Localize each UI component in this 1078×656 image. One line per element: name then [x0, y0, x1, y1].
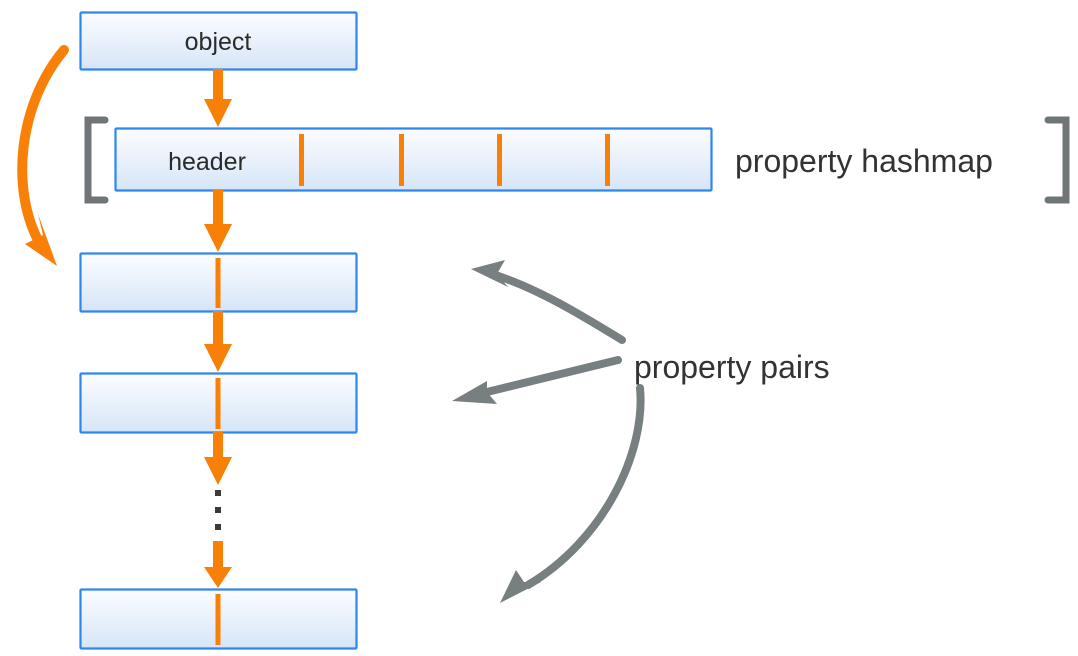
arrow-head [204, 344, 232, 372]
pairs-arrow-upper-head [471, 260, 508, 287]
arrow-head [204, 457, 232, 485]
pairs-arrow-upper-path [488, 270, 626, 344]
header-slot-tick-2 [399, 134, 404, 186]
pairs-arrow-lower-head [500, 570, 541, 603]
object-wrap-arrow-path [17, 45, 69, 249]
property-pair-box-2[interactable] [79, 372, 358, 434]
vertical-ellipsis-icon [215, 490, 221, 530]
header-box[interactable]: header [114, 127, 713, 192]
object-box[interactable]: object [79, 11, 358, 71]
header-slot-tick-4 [605, 134, 610, 186]
property-hashmap-label: property hashmap [735, 143, 993, 179]
object-wrap-arrow [17, 45, 69, 266]
arrow-head [204, 567, 232, 588]
arrow-head [204, 224, 232, 252]
pairs-arrow-middle [452, 356, 622, 404]
arrow-shaft [213, 541, 223, 567]
property-pairs-label: property pairs [634, 349, 830, 385]
property-pair-divider-2 [215, 378, 221, 429]
ellipsis-dot-2 [215, 507, 221, 513]
arrow-ellipsis-to-pair-n [204, 541, 232, 588]
ellipsis-dot-3 [215, 524, 221, 530]
arrow-shaft [213, 311, 223, 344]
object-wrap-arrow-head [25, 214, 57, 266]
arrow-pair-1-to-pair-2 [204, 311, 232, 372]
bracket-right-path [1044, 116, 1070, 204]
arrow-header-to-pair-1 [204, 190, 232, 252]
ellipsis-dot-1 [215, 490, 221, 496]
hashmap-bracket-right [1044, 116, 1070, 204]
bracket-left-path [84, 116, 109, 204]
arrow-pair-2-to-ellipsis [204, 432, 232, 485]
header-box-rect[interactable] [114, 127, 713, 192]
hashmap-bracket-left [84, 116, 109, 204]
arrow-shaft [213, 432, 223, 457]
arrow-shaft [213, 190, 223, 224]
property-pair-divider-n [215, 594, 221, 645]
header-slot-tick-1 [299, 134, 304, 186]
pairs-arrow-lower-path [524, 384, 645, 589]
property-pair-divider-1 [215, 258, 221, 308]
header-box-label: header [168, 148, 246, 176]
pairs-arrow-middle-head [452, 381, 497, 404]
pairs-arrow-upper [471, 260, 626, 344]
pairs-arrow-middle-path [483, 356, 622, 396]
arrow-shaft [213, 69, 223, 101]
pairs-arrow-lower [500, 384, 645, 603]
arrow-object-to-header [204, 69, 232, 127]
arrow-head [204, 99, 232, 127]
property-pair-box-n[interactable] [79, 588, 358, 650]
header-slot-tick-3 [497, 134, 502, 186]
object-box-label: object [185, 28, 252, 56]
property-pair-box-1[interactable] [79, 252, 358, 313]
